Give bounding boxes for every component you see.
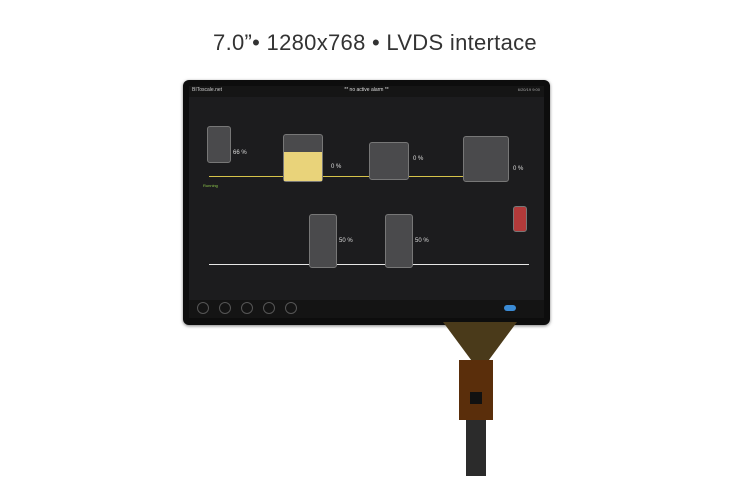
nav-home-button[interactable] — [197, 302, 209, 314]
fermenter-2 — [385, 214, 413, 268]
date-time: 6/20/19 9:00 — [517, 87, 540, 92]
tank-kettle — [463, 136, 509, 182]
display-panel: BIToscale.net ** no active alarm ** 6/20… — [183, 80, 550, 325]
connector-tail — [466, 420, 486, 476]
product-caption: 7.0”• 1280x768 • LVDS intertace — [213, 30, 537, 55]
flex-cable — [443, 322, 517, 362]
fermenter-1 — [309, 214, 337, 268]
tank-mash-percent: 0 % — [331, 164, 342, 170]
hopper-percent: 66 % — [233, 150, 247, 156]
tank-mash — [283, 134, 323, 182]
tank-lauter-percent: 0 % — [413, 156, 424, 162]
heat-exchanger — [513, 206, 527, 232]
nav-settings-button[interactable] — [285, 302, 297, 314]
fermenter-1-percent: 50 % — [339, 238, 353, 244]
brand-logo: BIToscale.net — [192, 87, 223, 93]
tank-lauter — [369, 142, 409, 180]
pipe-upper — [209, 176, 509, 177]
tank-mash-fill — [284, 152, 322, 181]
nav-process-button[interactable] — [219, 302, 231, 314]
status-running: Running — [203, 183, 218, 188]
bottom-bar — [189, 300, 544, 318]
hopper — [207, 126, 231, 163]
nav-recipes-button[interactable] — [241, 302, 253, 314]
tank-kettle-percent: 0 % — [513, 166, 524, 172]
fermenter-2-percent: 50 % — [415, 238, 429, 244]
nav-alarms-button[interactable] — [263, 302, 275, 314]
controller-chip — [470, 392, 482, 404]
pipe-lower — [209, 264, 529, 265]
flex-cable-body — [459, 360, 493, 420]
mode-toggle[interactable] — [504, 305, 516, 311]
top-bar: BIToscale.net ** no active alarm ** 6/20… — [189, 86, 544, 97]
alarm-banner[interactable]: ** no active alarm ** — [344, 87, 389, 93]
hmi-screen: BIToscale.net ** no active alarm ** 6/20… — [189, 86, 544, 318]
